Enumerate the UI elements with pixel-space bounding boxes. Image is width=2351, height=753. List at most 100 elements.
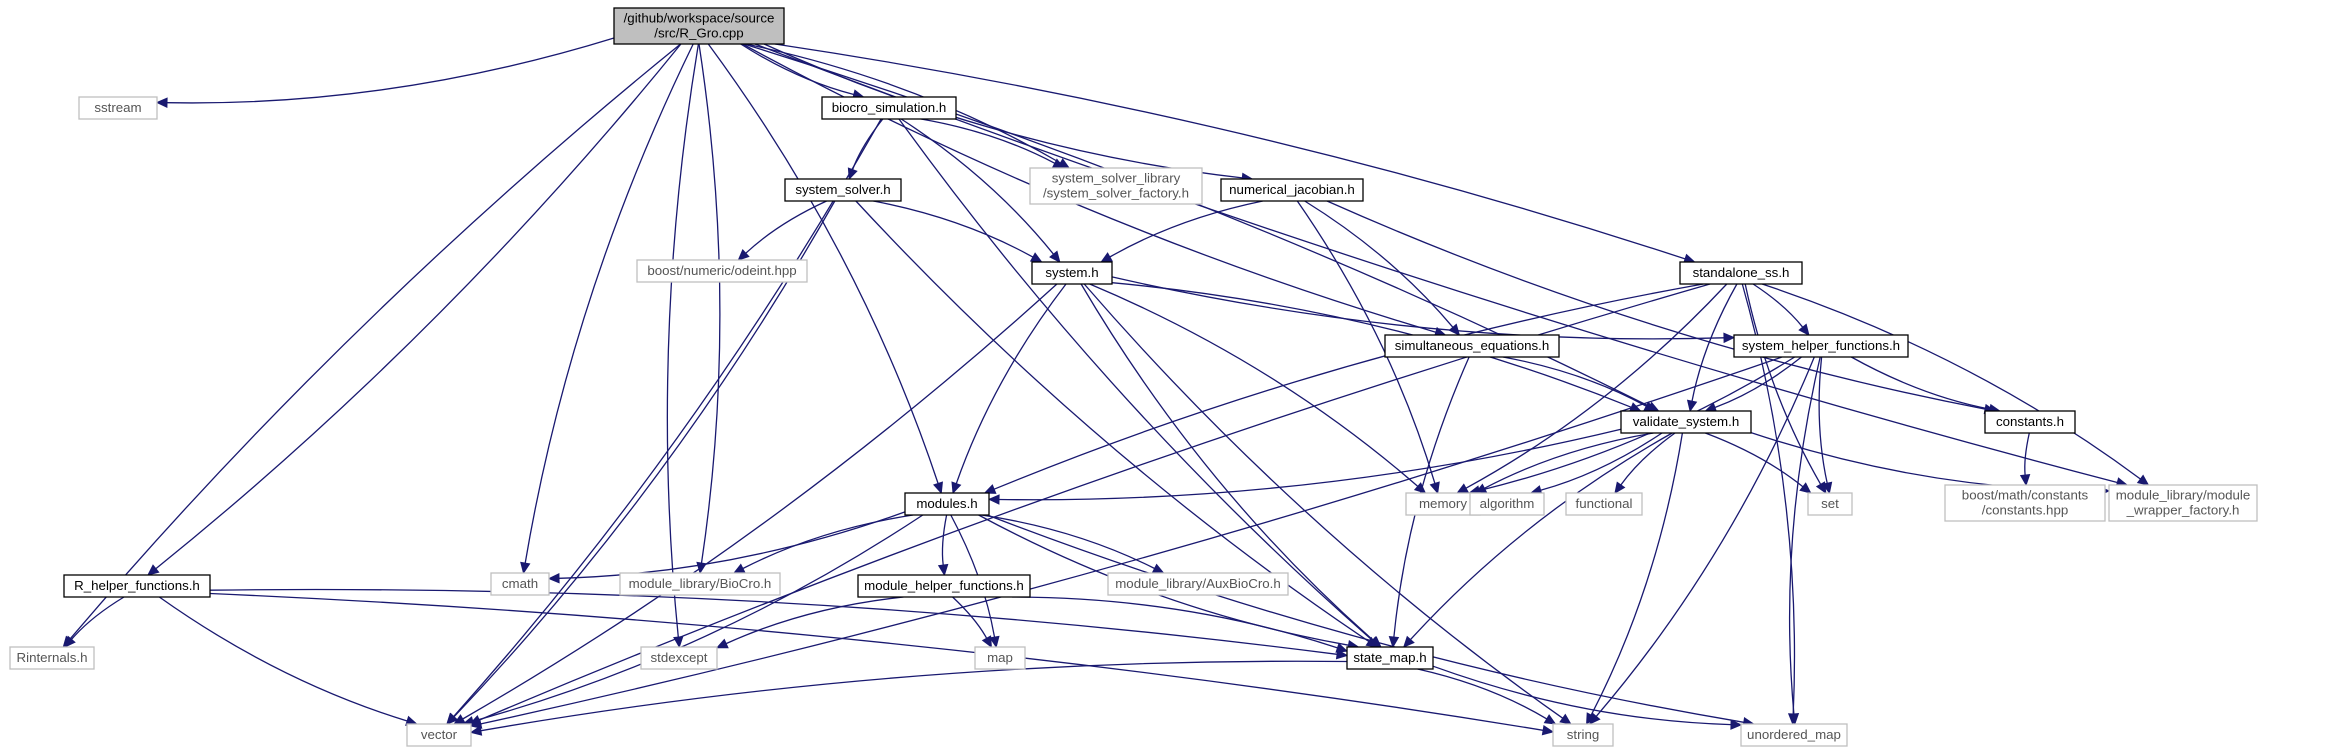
arrowhead: [1586, 712, 1597, 726]
arrowhead: [951, 481, 962, 495]
edge-line: [1705, 432, 1804, 488]
arrowhead: [2019, 474, 2031, 487]
node-constants-h[interactable]: constants.h: [1984, 410, 2076, 434]
node-label: memory: [1419, 496, 1467, 511]
edge-line: [462, 283, 1058, 720]
node-system-helper-functions[interactable]: system_helper_functions.h: [1733, 334, 1909, 358]
edge-line: [1691, 283, 1738, 402]
edge-line: [1089, 283, 1419, 487]
edge-line: [1304, 200, 1454, 328]
arrowhead: [469, 725, 483, 736]
edge-line: [742, 43, 1436, 333]
node-system-solver-factory: system_solver_library/system_solver_fact…: [1029, 167, 1203, 205]
dependency-edge-validate_system-to-algorithm: [1529, 432, 1663, 496]
edge-line: [952, 596, 988, 639]
arrowhead: [446, 712, 459, 725]
edge-line: [155, 43, 682, 570]
edge-line: [745, 200, 827, 254]
edge-line: [1432, 665, 1732, 726]
node-label: module_library/module: [2116, 488, 2251, 503]
node-label: /constants.hpp: [1982, 503, 2069, 518]
dependency-edge-modules-to-module_helper_functions: [937, 514, 949, 577]
node-simultaneous-equations[interactable]: simultaneous_equations.h: [1384, 334, 1560, 358]
node-box: [1733, 334, 1909, 358]
node-label: simultaneous_equations.h: [1395, 338, 1550, 353]
node-label: system_solver_library: [1052, 171, 1181, 186]
node-label: set: [1821, 496, 1839, 511]
node-numerical-jacobian[interactable]: numerical_jacobian.h: [1220, 178, 1364, 202]
node-string: string: [1552, 723, 1614, 747]
edge-line: [1595, 356, 1815, 717]
dependency-edge-root-to-simultaneous_equations: [742, 43, 1447, 338]
arrowhead: [1541, 725, 1555, 736]
node-memory: memory: [1405, 492, 1481, 516]
dependency-edge-module_helper_functions-to-state_map: [1012, 596, 1349, 653]
node-label: module_library/BioCro.h: [629, 576, 772, 591]
node-state-map[interactable]: state_map.h: [1346, 646, 1434, 670]
dependency-edge-modules-to-unordered_map: [987, 514, 1755, 728]
arrowhead: [155, 97, 168, 108]
node-functional: functional: [1565, 492, 1643, 516]
arrowhead: [933, 481, 943, 495]
dependency-edge-module_helper_functions-to-map: [952, 596, 992, 649]
arrowhead: [1543, 714, 1557, 725]
node-box: [1620, 410, 1752, 434]
dependency-edge-system_helper_functions-to-unordered_map: [1788, 356, 1821, 726]
arrowhead: [1723, 332, 1736, 344]
dependency-edge-standalone_ss-to-modules: [983, 283, 1704, 494]
node-R-helper-functions[interactable]: R_helper_functions.h: [63, 574, 211, 598]
node-box: [1944, 484, 2106, 522]
dependency-edge-biocro_simulation-to-system: [900, 118, 1061, 263]
dependency-edge-validate_system-to-functional: [1614, 432, 1676, 494]
edge-line: [725, 596, 904, 645]
node-system-solver[interactable]: system_solver.h: [784, 178, 902, 202]
dependency-edge-system_solver-to-odeint: [737, 200, 827, 261]
node-standalone-ss[interactable]: standalone_ss.h: [1679, 261, 1803, 285]
node-box: [857, 574, 1031, 598]
node-box: [1679, 261, 1803, 285]
arrowhead: [1029, 252, 1043, 263]
edge-line: [998, 428, 1622, 501]
arrowhead: [1151, 563, 1165, 574]
node-box: [821, 96, 957, 120]
dependency-edge-validate_system-to-state_map: [1402, 432, 1673, 648]
dependency-edge-system-to-memory: [1089, 283, 1427, 494]
edge-line: [1590, 432, 1684, 716]
edge-line: [740, 43, 854, 96]
node-map: map: [974, 646, 1026, 670]
node-box: [640, 646, 718, 670]
arrowhead: [937, 563, 949, 577]
node-label: constants.h: [1996, 414, 2064, 429]
node-box: [1031, 261, 1113, 285]
node-box: [784, 178, 902, 202]
node-box: [619, 572, 781, 596]
edge-line: [1296, 200, 1436, 484]
node-module-helper-functions[interactable]: module_helper_functions.h: [857, 574, 1031, 598]
edge-line: [480, 660, 1348, 732]
edge-line: [898, 118, 1373, 641]
dependency-edge-state_map-to-vector: [469, 660, 1348, 736]
node-cmath: cmath: [490, 572, 550, 596]
edge-line: [978, 514, 1349, 646]
node-biocro-simulation[interactable]: biocro_simulation.h: [821, 96, 957, 120]
node-root[interactable]: /github/workspace/source/src/R_Gro.cpp: [613, 7, 785, 45]
node-algorithm: algorithm: [1469, 492, 1545, 516]
arrowhead: [1821, 481, 1833, 495]
node-label: system_helper_functions.h: [1742, 338, 1900, 353]
edge-line: [955, 283, 1067, 484]
edge-line: [1410, 432, 1673, 641]
node-modules[interactable]: modules.h: [904, 492, 990, 516]
node-label: modules.h: [916, 496, 977, 511]
arrowhead: [715, 638, 729, 649]
edge-line: [774, 43, 1686, 260]
dependency-edge-modules-to-cmath: [547, 511, 906, 584]
arrowhead: [1335, 648, 1349, 660]
arrowhead: [987, 494, 1000, 505]
node-label: Rinternals.h: [17, 650, 88, 665]
arrowhead: [983, 484, 997, 494]
dependency-edge-root-to-stdexcept: [666, 43, 700, 649]
node-validate-system[interactable]: validate_system.h: [1620, 410, 1752, 434]
node-label: biocro_simulation.h: [832, 100, 947, 115]
node-system[interactable]: system.h: [1031, 261, 1113, 285]
arrowhead: [1730, 719, 1743, 730]
